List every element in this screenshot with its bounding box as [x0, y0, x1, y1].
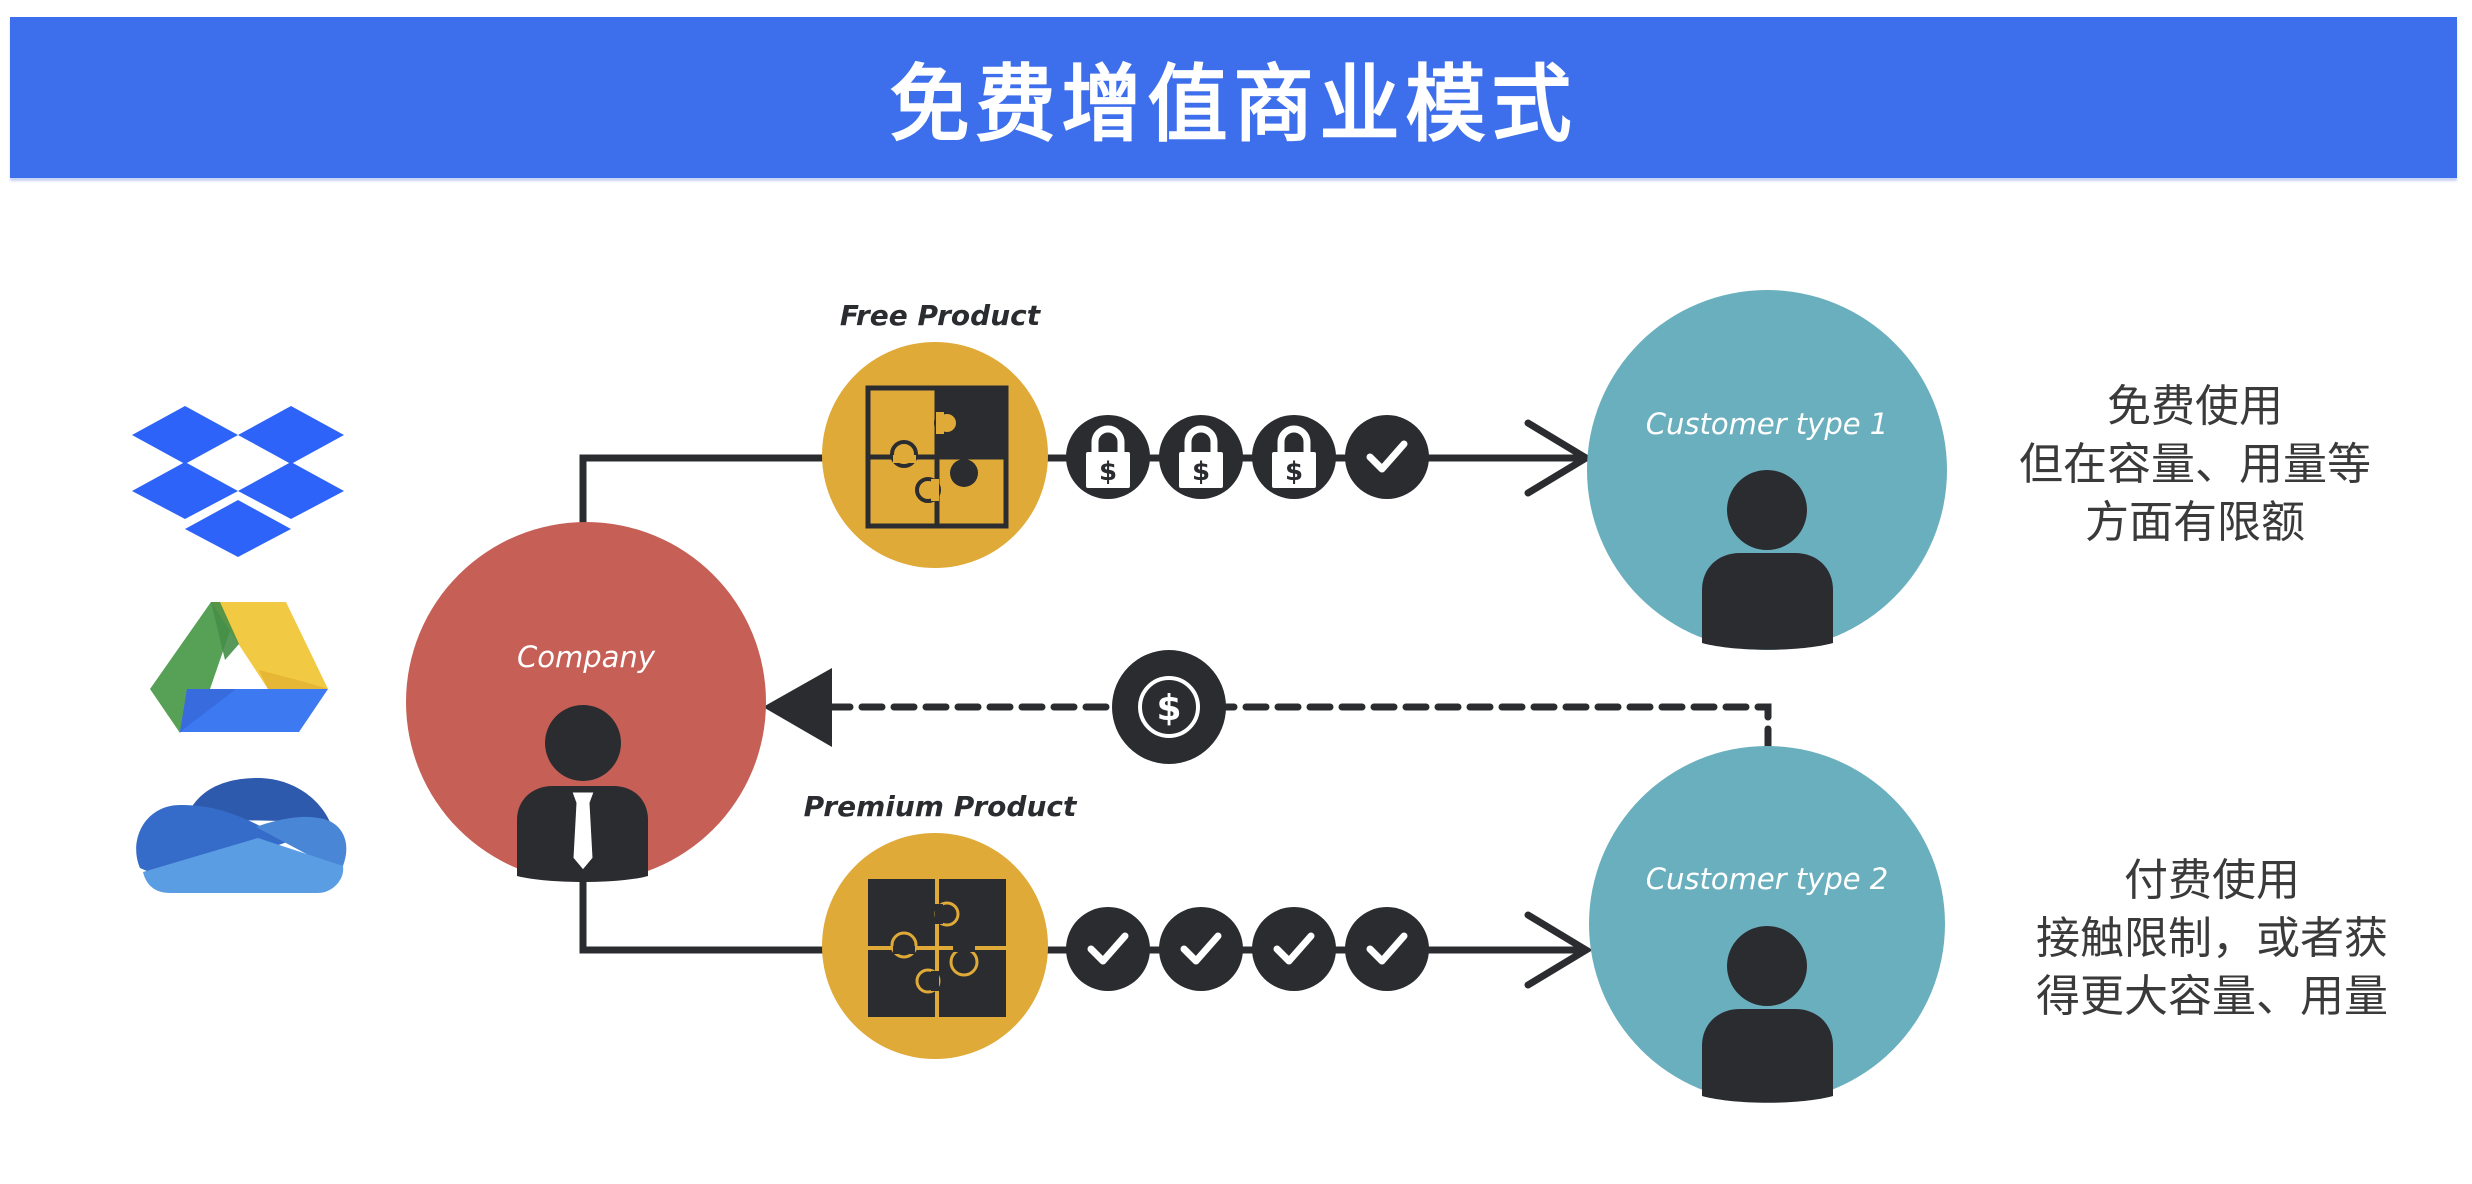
person-icon	[1702, 470, 1833, 650]
page-title: 免费增值商业模式	[889, 55, 1578, 154]
dropbox-logo-icon	[132, 406, 344, 557]
check-icon	[1066, 907, 1150, 991]
description-line: 方面有限额	[2085, 497, 2305, 548]
customer-type-1-label: Customer type 1	[1646, 407, 1889, 441]
check-icon	[1252, 907, 1336, 991]
customer-type-2-node	[1589, 746, 1945, 1103]
svg-text:$: $	[1099, 457, 1117, 487]
check-icon	[1345, 907, 1429, 991]
company-node	[406, 522, 766, 882]
businessman-icon	[517, 705, 648, 882]
free-product-label: Free Product	[840, 299, 1042, 332]
check-icon	[1345, 415, 1429, 499]
premium-arrowhead-icon	[1524, 911, 1593, 989]
customer-type-1-node	[1587, 290, 1947, 650]
svg-text:$: $	[1285, 457, 1303, 487]
lock-dollar-icon: $	[1252, 415, 1336, 499]
free-steps: $ $ $	[1066, 415, 1429, 499]
premium-product-node	[822, 833, 1048, 1059]
person-icon	[1702, 926, 1833, 1103]
free-arrowhead-icon	[1524, 419, 1593, 497]
lock-dollar-icon: $	[1066, 415, 1150, 499]
check-icon	[1159, 907, 1243, 991]
premium-steps	[1066, 907, 1429, 991]
description-line: 得更大容量、用量	[2036, 971, 2388, 1022]
dollar-coin-icon: $	[1112, 650, 1226, 764]
free-product-node	[822, 342, 1048, 568]
premium-product-label: Premium Product	[804, 790, 1078, 823]
svg-text:$: $	[1192, 457, 1210, 487]
customer-type-1-description: 免费使用 但在容量、用量等 方面有限额	[1995, 378, 2395, 552]
payment-arrowhead-icon	[763, 668, 832, 747]
description-line: 接触限制，或者获	[2036, 913, 2388, 964]
google-drive-logo-icon	[150, 602, 328, 733]
puzzle-complete-icon	[868, 879, 1006, 1017]
lock-dollar-icon: $	[1159, 415, 1243, 499]
customer-type-2-label: Customer type 2	[1646, 862, 1889, 896]
description-line: 付费使用	[2124, 855, 2300, 906]
title-banner: 免费增值商业模式	[10, 17, 2457, 178]
description-line: 免费使用	[2107, 381, 2283, 432]
customer-type-2-description: 付费使用 接触限制，或者获 得更大容量、用量	[2012, 852, 2412, 1026]
company-to-free-line	[579, 454, 830, 525]
payment-dashed-line	[826, 703, 1772, 754]
onedrive-logo-icon	[136, 778, 347, 893]
svg-text:$: $	[1156, 688, 1181, 729]
company-label: Company	[517, 640, 656, 674]
description-line: 但在容量、用量等	[2019, 439, 2371, 490]
puzzle-partial-icon	[865, 385, 1009, 529]
company-to-premium-line	[579, 880, 830, 954]
